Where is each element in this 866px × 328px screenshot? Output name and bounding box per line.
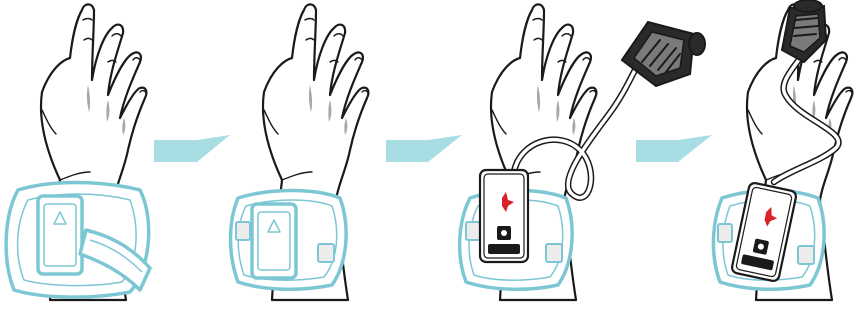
- brand-logo-icon: [502, 192, 514, 212]
- brand-logo-icon: [764, 206, 778, 227]
- oximeter-device-icon: [478, 168, 530, 264]
- strap-tab-icon: [317, 243, 335, 263]
- step-arrow-icon: [636, 135, 712, 162]
- wrist-strap-icon: [4, 180, 152, 299]
- step-arrow-icon: [386, 135, 462, 162]
- step-4-panel: [711, 0, 854, 302]
- sensor-cable-icon: [770, 54, 842, 186]
- step-2-panel: [228, 3, 370, 302]
- wrist-strap-icon: [228, 188, 348, 292]
- strap-tab-icon: [545, 243, 563, 263]
- strap-tab-icon: [235, 221, 251, 241]
- strap-tab-icon: [465, 221, 481, 241]
- step-3-panel: [457, 3, 706, 302]
- finger-sensor-probe-icon: [620, 20, 706, 88]
- sensor-cable-icon: [510, 60, 642, 201]
- strap-tab-icon: [717, 223, 733, 243]
- finger-sensor-probe-icon: [780, 0, 828, 64]
- oximeter-device-icon: [730, 182, 798, 282]
- step-arrow-icon: [154, 135, 230, 162]
- strap-tab-icon: [797, 245, 815, 265]
- step-1-panel: [4, 3, 152, 302]
